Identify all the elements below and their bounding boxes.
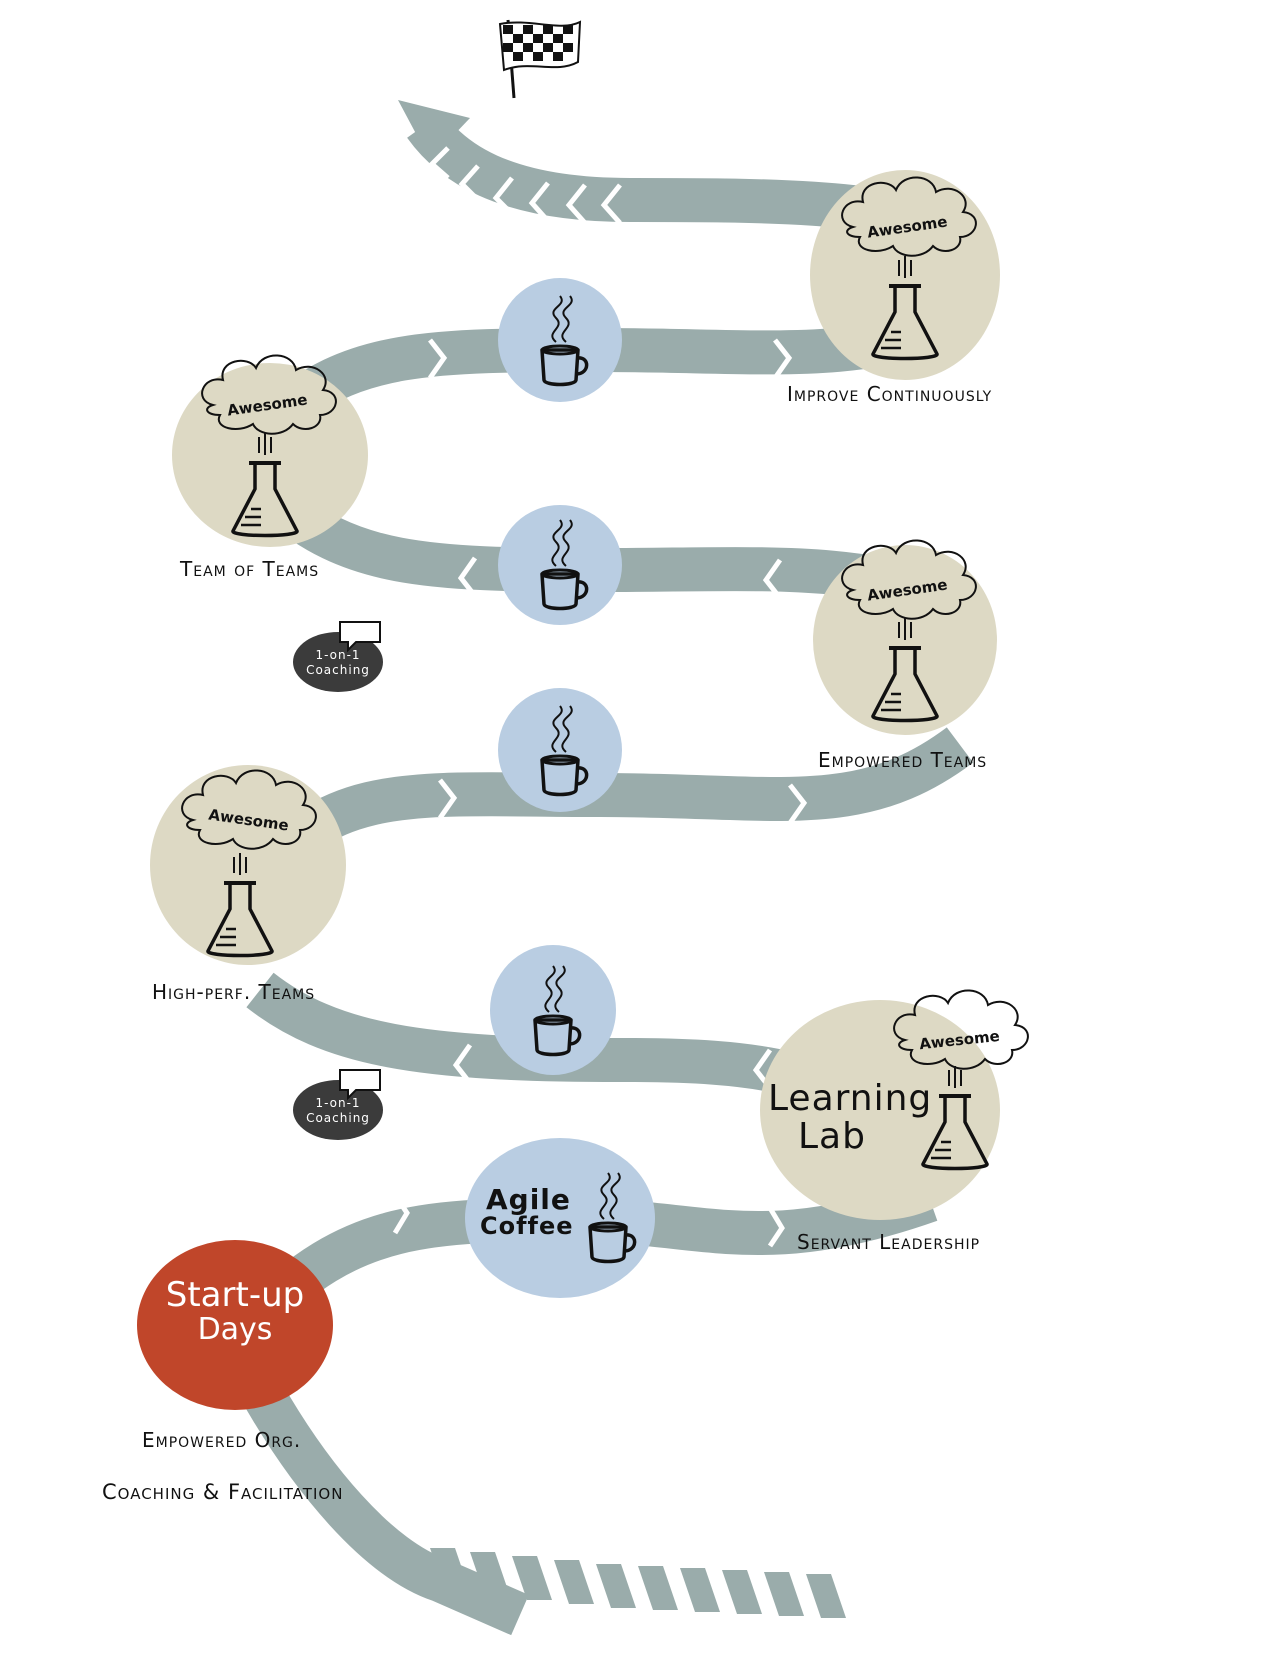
agile-coffee-title: Agile Coffee — [480, 1186, 574, 1238]
agile-coffee-line-2: Coffee — [480, 1214, 574, 1238]
startup-line-2: Days — [140, 1314, 330, 1346]
coaching-2-line-2: Coaching — [295, 1111, 381, 1126]
learning-lab-title: Learning Lab — [768, 1080, 932, 1156]
coaching-2-line-1: 1-on-1 — [295, 1096, 381, 1111]
coaching-text-1: 1-on-1 Coaching — [295, 648, 381, 678]
label-team-of-teams: Team of Teams — [180, 557, 319, 581]
coaching-1-line-2: Coaching — [295, 663, 381, 678]
learning-lab-line-2: Lab — [768, 1118, 932, 1156]
label-servant-leadership: Servant Leadership — [797, 1230, 980, 1254]
label-empowered-org: Empowered Org. — [142, 1428, 301, 1452]
label-improve-continuously: Improve Continuously — [787, 382, 992, 406]
startup-days-title: Start-up Days — [140, 1278, 330, 1345]
learning-lab-line-1: Learning — [768, 1080, 932, 1118]
coaching-text-2: 1-on-1 Coaching — [295, 1096, 381, 1126]
label-coaching-facilitation: Coaching & Facilitation — [102, 1480, 343, 1504]
agile-coffee-line-1: Agile — [480, 1186, 574, 1214]
startup-line-1: Start-up — [140, 1278, 330, 1314]
label-high-perf-teams: High-perf. Teams — [152, 980, 315, 1004]
label-empowered-teams: Empowered Teams — [818, 748, 987, 772]
coaching-1-line-1: 1-on-1 — [295, 648, 381, 663]
